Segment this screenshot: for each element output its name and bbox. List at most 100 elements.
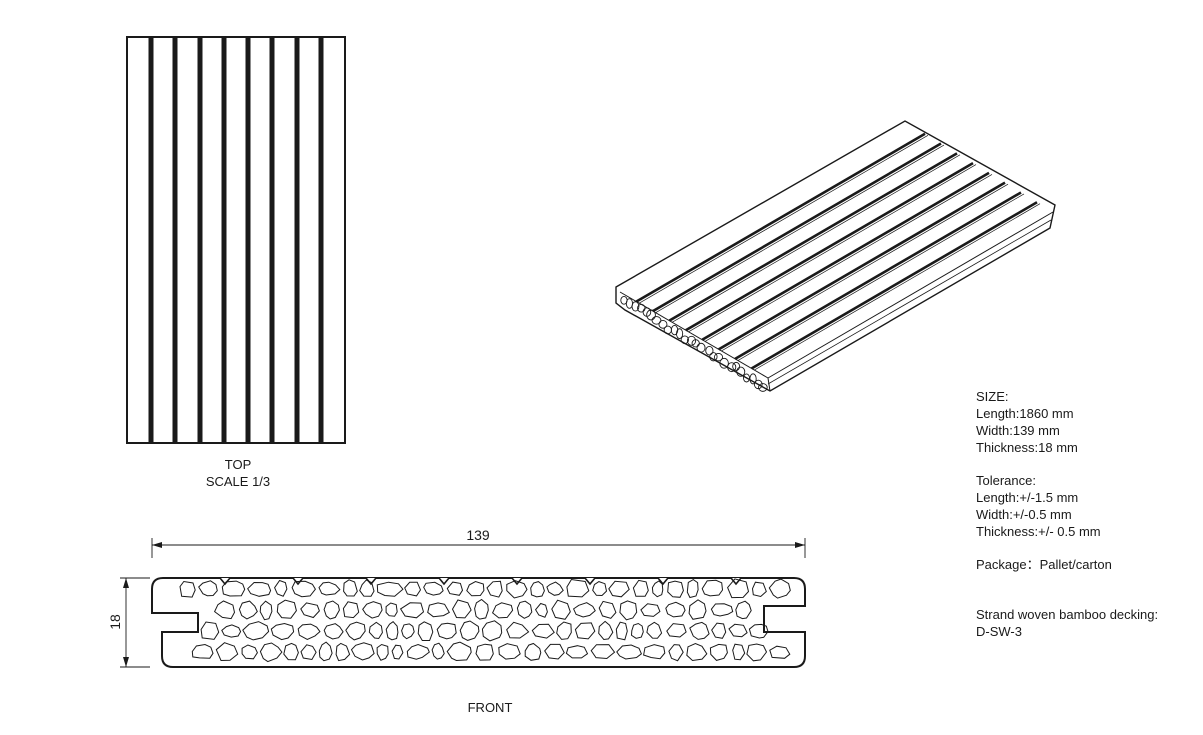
top-view-groove-8 (318, 37, 324, 443)
iso-top-side-edge (767, 211, 1054, 379)
front-strand-cell-61 (345, 621, 366, 641)
front-strand-cell-1 (179, 580, 196, 598)
iso-groove-6 (718, 181, 1006, 351)
iso-groove-edge-2 (655, 144, 945, 313)
front-strand-cell-87 (300, 644, 317, 661)
spec-length: Length:1860 mm (976, 406, 1074, 421)
front-top-notch-4 (438, 577, 450, 586)
front-strand-cell-81 (748, 623, 769, 639)
product-block: Strand woven bamboo decking: D-SW-3 (976, 606, 1158, 640)
front-strand-cell-37 (362, 601, 383, 619)
iso-cell-26 (758, 383, 768, 392)
front-strand-cell-99 (544, 643, 565, 660)
iso-cell-16 (705, 346, 714, 356)
front-strand-cell-76 (646, 621, 663, 639)
front-strand-cell-47 (572, 602, 596, 618)
iso-cell-12 (680, 335, 689, 345)
front-strand-cell-88 (318, 641, 333, 662)
isometric-view (615, 120, 1056, 392)
front-strand-cell-63 (385, 621, 399, 641)
front-strand-cell-57 (242, 621, 270, 641)
front-strand-cell-46 (551, 599, 571, 620)
front-strand-cell-79 (711, 622, 727, 639)
thickness-dimension-label: 18 (107, 614, 123, 630)
front-strand-cell-23 (651, 580, 664, 598)
front-strand-cell-96 (475, 643, 494, 661)
front-strand-cell-50 (640, 603, 661, 617)
front-strand-cell-40 (427, 602, 450, 618)
iso-groove-edge-1 (639, 134, 929, 304)
front-strand-cell-84 (241, 644, 258, 660)
front-strand-cell-106 (709, 643, 728, 661)
front-strand-cell-71 (556, 621, 572, 640)
front-top-notch-2 (292, 577, 304, 586)
front-strand-cell-65 (417, 621, 434, 641)
front-strand-cell-21 (608, 580, 630, 598)
front-strand-cell-93 (406, 643, 430, 660)
front-strand-cell-67 (459, 620, 480, 641)
tolerance-block: Tolerance: Length:+/-1.5 mm Width:+/-0.5… (976, 472, 1158, 540)
front-strand-cell-104 (668, 644, 684, 662)
front-strand-cell-3 (221, 580, 246, 597)
iso-board-outline (615, 120, 1056, 392)
top-view-groove-6 (269, 37, 275, 443)
front-strand-cell-55 (200, 621, 220, 640)
front-strand-cell-51 (665, 601, 686, 618)
top-view-label: TOP (224, 457, 252, 472)
iso-cell-11 (675, 328, 684, 339)
iso-cell-24 (749, 373, 757, 385)
front-strand-cell-48 (598, 600, 617, 619)
spec-panel: SIZE: Length:1860 mm Width:139 mm Thickn… (976, 388, 1158, 640)
iso-groove-edge-6 (721, 183, 1009, 352)
front-strand-cell-62 (368, 621, 383, 640)
front-strand-cell-11 (404, 581, 422, 597)
front-strand-cell-58 (270, 622, 295, 641)
front-strand-cell-69 (506, 621, 530, 639)
front-strand-cell-13 (446, 581, 464, 596)
iso-groove-2 (652, 142, 942, 313)
front-strand-cell-16 (506, 580, 528, 599)
iso-cell-19 (719, 357, 729, 369)
front-strand-cell-18 (546, 581, 564, 596)
front-strand-cell-27 (727, 578, 750, 599)
front-strand-cell-28 (751, 581, 767, 598)
thickness-dim-arrow-bottom (123, 657, 129, 667)
front-strand-cell-109 (769, 645, 791, 659)
front-strand-cell-10 (376, 581, 404, 597)
top-view-groove-2 (172, 37, 178, 443)
tolerance-width: Width:+/-0.5 mm (976, 507, 1072, 522)
iso-groove-1 (635, 132, 926, 303)
front-strand-cell-85 (259, 642, 283, 663)
front-strand-cell-31 (238, 600, 258, 620)
front-strand-cell-60 (323, 623, 344, 640)
front-strand-cell-90 (350, 642, 375, 661)
front-strand-cell-53 (710, 603, 734, 617)
front-strand-cell-101 (590, 644, 616, 660)
iso-groove-edge-8 (754, 203, 1041, 371)
thickness-dim-arrow-top (123, 578, 129, 588)
iso-cell-10 (670, 325, 679, 336)
front-view-label: FRONT (467, 700, 513, 715)
front-strand-cell-43 (491, 602, 514, 619)
front-strand-cell-35 (323, 600, 340, 620)
front-strand-cell-42 (474, 598, 489, 620)
iso-groove-edge-5 (705, 174, 993, 342)
product-name: Strand woven bamboo decking: (976, 607, 1159, 622)
front-strand-cell-25 (686, 579, 699, 599)
spec-width: Width:139 mm (976, 423, 1060, 438)
front-strand-cell-95 (446, 641, 472, 662)
tolerance-length: Length:+/-1.5 mm (976, 490, 1079, 505)
front-strand-cell-78 (689, 621, 710, 640)
front-top-notch-6 (584, 577, 596, 586)
iso-cell-18 (713, 353, 724, 362)
size-heading: SIZE: (976, 389, 1009, 404)
front-strand-cell-72 (574, 622, 596, 640)
front-top-notch-3 (365, 577, 377, 586)
front-strand-cell-22 (632, 579, 649, 597)
iso-cell-21 (732, 361, 741, 371)
top-view-groove-3 (197, 37, 203, 443)
top-view-outline (126, 36, 346, 444)
tolerance-heading: Tolerance: (976, 473, 1036, 488)
front-strand-cell-4 (247, 581, 272, 597)
product-code: D-SW-3 (976, 624, 1022, 639)
